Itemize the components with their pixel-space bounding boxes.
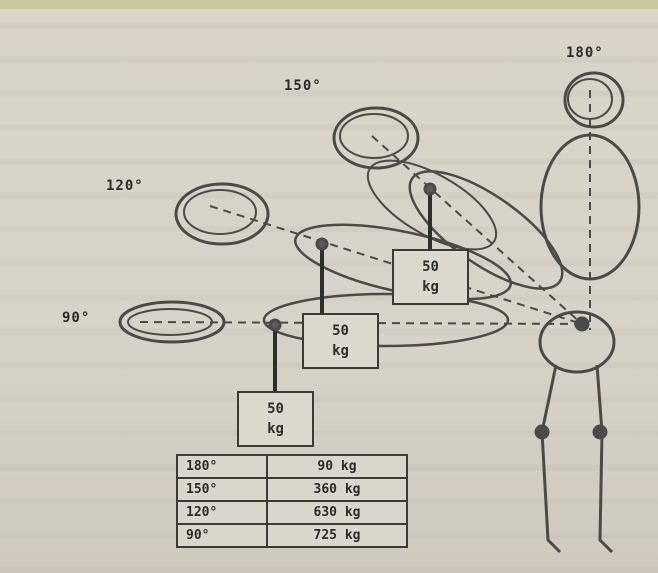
weight-unit: kg [239, 419, 312, 439]
angle-label-150: 150° [284, 78, 322, 94]
weight-unit: kg [304, 341, 377, 361]
table-cell-angle: 150° [177, 478, 267, 501]
angle-label-120: 120° [106, 178, 144, 194]
table-row: 120° 630 kg [177, 501, 407, 524]
table-row: 180° 90 kg [177, 455, 407, 478]
weight-value: 50 [394, 257, 467, 277]
load-table: 180° 90 kg 150° 360 kg 120° 630 kg 90° 7… [176, 454, 408, 548]
table-cell-load: 90 kg [267, 455, 407, 478]
table-cell-angle: 120° [177, 501, 267, 524]
weight-box-150: 50 kg [392, 249, 469, 305]
weight-box-90: 50 kg [237, 391, 314, 447]
angle-label-90: 90° [62, 310, 90, 326]
weight-box-120: 50 kg [302, 313, 379, 369]
table-cell-load: 630 kg [267, 501, 407, 524]
table-cell-load: 360 kg [267, 478, 407, 501]
weight-value: 50 [239, 399, 312, 419]
table-cell-angle: 90° [177, 524, 267, 547]
weight-unit: kg [394, 277, 467, 297]
table-row: 90° 725 kg [177, 524, 407, 547]
weight-value: 50 [304, 321, 377, 341]
body-leg-back [597, 365, 612, 552]
angle-label-180: 180° [566, 45, 604, 61]
body-leg-front [542, 365, 560, 552]
table-cell-angle: 180° [177, 455, 267, 478]
table-row: 150° 360 kg [177, 478, 407, 501]
table-cell-load: 725 kg [267, 524, 407, 547]
